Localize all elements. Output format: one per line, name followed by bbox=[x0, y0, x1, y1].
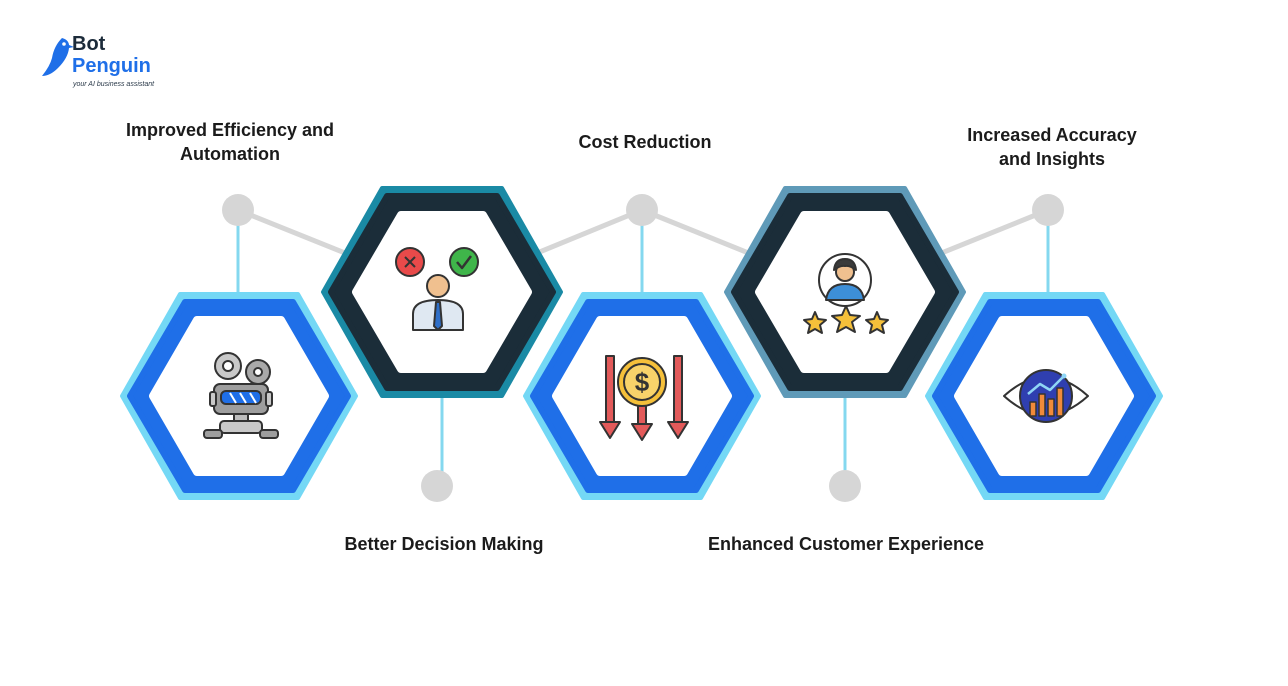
svg-text:$: $ bbox=[635, 367, 650, 397]
person-decision-icon bbox=[395, 247, 479, 331]
label-decision: Better Decision Making bbox=[344, 534, 544, 554]
label-customer: Enhanced Customer Experience bbox=[707, 534, 985, 554]
label-efficiency: Improved Efficiency and Automation bbox=[125, 120, 335, 164]
logo-name-line2: Penguin bbox=[72, 55, 151, 77]
label-accuracy: Increased Accuracy and Insights bbox=[967, 125, 1137, 169]
node-dot-1 bbox=[222, 194, 254, 226]
robot-gears-icon bbox=[203, 352, 279, 439]
eye-chart-icon bbox=[1003, 369, 1089, 423]
botpenguin-logo: Bot Penguin your AI business assistant bbox=[40, 34, 180, 94]
node-dot-4 bbox=[829, 470, 861, 502]
logo-tagline: your AI business assistant bbox=[73, 81, 155, 88]
dollar-down-arrows-icon: $ bbox=[599, 355, 689, 441]
label-cost: Cost Reduction bbox=[578, 132, 712, 152]
penguin-icon bbox=[42, 38, 74, 76]
customer-rating-icon bbox=[803, 253, 889, 334]
node-dot-2 bbox=[421, 470, 453, 502]
logo-name-line1: Bot bbox=[72, 33, 106, 55]
node-dot-3 bbox=[626, 194, 658, 226]
node-dot-5 bbox=[1032, 194, 1064, 226]
